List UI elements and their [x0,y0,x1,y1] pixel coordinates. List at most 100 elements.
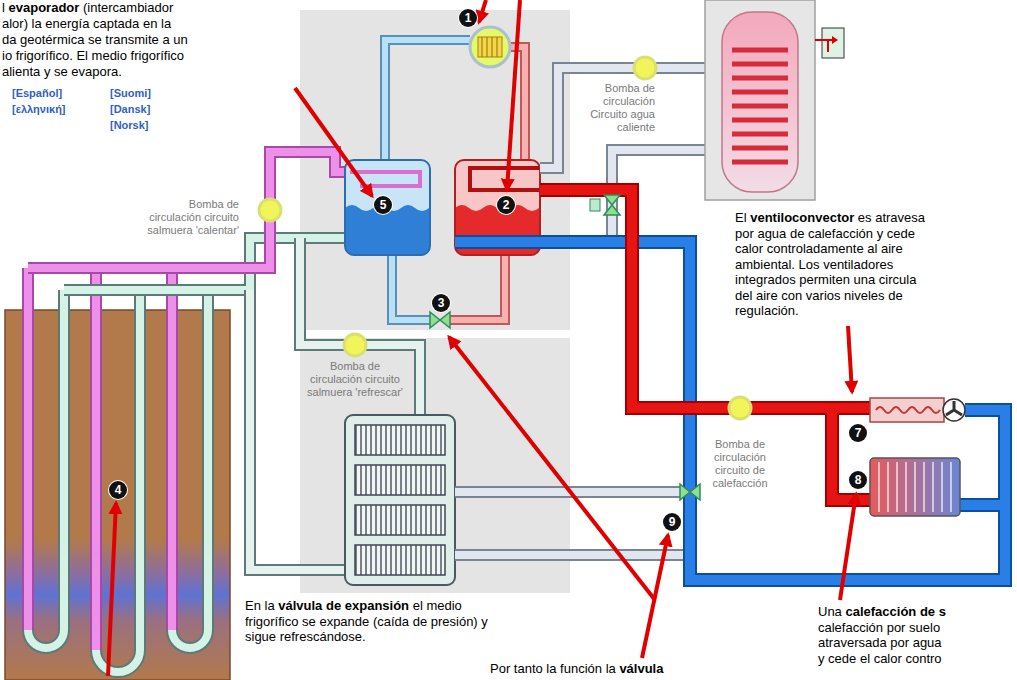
callout-number-text: 2 [503,199,510,211]
heating-pipes-part [455,68,705,555]
brine-pipes-part [28,290,208,672]
callout-number: 8 [849,471,867,489]
callout-text-run: evaporador [9,0,80,15]
callout-number: 9 [663,513,681,531]
hot-water-tank-part [822,28,844,58]
callout-text: calefacción por suelo [818,620,940,636]
radiator [870,458,960,516]
callout-text: da geotérmica se transmite a un [2,32,188,48]
pointer-arrow-part [848,326,852,392]
callout-text: En laválvula de expansiónel medio frigor… [245,598,507,645]
language-link: [Norsk] [110,118,149,132]
condenser-part [470,168,540,190]
ground-block [5,310,230,680]
heat-exchanger-part [355,505,445,535]
valve-symbol-part [430,312,450,328]
circulation-pump-part [259,199,281,221]
callout-text-run: alor) la energía captada en la [2,16,171,31]
fan-coil-part [876,407,940,413]
brine-pipes-part [28,152,350,268]
valve-symbol-part [590,199,600,211]
callout-text: y cede el calor contro [818,651,942,667]
callout-text: Unacalefacción de s [818,604,946,620]
pump-label: Bomba de circulación circuito de calefac… [700,438,780,490]
pointer-arrow-part [642,535,668,658]
callout-text: integrados permiten una circula [735,272,916,288]
language-link-text: [Dansk] [110,103,150,115]
heating-pipes-part [455,242,1005,580]
language-link: [Suomi] [110,86,151,100]
brine-pipes-part [300,238,420,415]
fan-coil-part [946,401,962,415]
callout-text: regulación. [735,303,799,319]
callout-text-run: da geotérmica se transmite a un [2,32,188,47]
pump-label: Bomba de circulación circuito salmuera '… [307,360,403,399]
circulation-pump [259,57,751,419]
callout-number-text: 7 [855,427,862,439]
circulation-pump-part [344,334,366,356]
heat-exchanger-part [345,415,455,585]
callout-text: atraversada por agua [818,635,942,651]
radiator-part [879,462,951,512]
callout-text-run: atraversada por agua [818,635,942,650]
callout-text-run: calefacción de s [845,604,945,619]
callout-number: 3 [432,294,450,312]
callout-number-text: 1 [465,12,472,24]
pointer-arrow-part [295,88,372,196]
pointer-arrow-part [840,494,856,600]
heat-exchanger-part [355,425,445,455]
valve-symbol [430,195,700,500]
hot-water-tank [705,0,844,200]
callout-text-run: ventiloconvector [750,210,854,225]
brine-pipes-part [300,238,420,415]
pointer-arrow [108,0,856,676]
hot-water-tank-part [732,50,788,162]
hot-water-tank-part [722,12,798,192]
language-link-text: [ελληνική] [12,103,66,115]
callout-text-run: por agua de calefacción y cede [735,226,915,241]
fan-coil-part [870,398,944,422]
callout-text-run: es atravesa [858,210,925,225]
language-link: [Dansk] [110,102,150,116]
language-link-text: [Suomi] [110,87,151,99]
callout-number-text: 4 [115,484,122,496]
callout-number: 2 [497,196,515,214]
callout-number-text: 3 [438,297,445,309]
language-link: [Español] [12,86,62,100]
brine-pipes-part [28,268,172,650]
callout-text-run: alienta y se evapora. [2,64,122,79]
compressor-part [470,27,510,67]
brine-pipes-part [28,152,350,268]
pointer-arrow-part [108,503,116,676]
compressor [470,27,510,67]
brine-pipes-part [28,268,172,650]
heat-exchanger [345,415,455,585]
callout-text-run: Una [818,604,842,619]
callout-text-run: (intercambiador [83,0,173,15]
callout-number-text: 5 [380,199,387,211]
pump-label: Bomba de circulación circuito salmuera '… [144,198,239,237]
callout-text-run: En la [245,598,275,613]
hot-water-tank-part [705,0,815,200]
callout-text-run: válvula [619,661,663,676]
callout-text: alienta y se evapora. [2,64,122,80]
callout-text-run: io frigorífico. El medio frigorífico [2,48,184,63]
pointer-arrow-part [507,0,520,190]
circulation-pump-part [729,397,751,419]
callout-text: por agua de calefacción y cede [735,226,915,242]
heating-pipes-part [455,68,705,555]
callout-text-run: y cede el calor contro [818,651,942,666]
valve-symbol-part [680,484,700,500]
callout-text-run: calor controladamente al aire [735,241,903,256]
callout-number-text: 8 [855,474,862,486]
callout-text-run: l [2,0,5,15]
callout-number: 5 [374,196,392,214]
callout-text-run: del aire con varios niveles de [735,288,903,303]
heat-exchanger-part [355,545,445,575]
callout-text-run: regulación. [735,303,799,318]
callout-text: alor) la energía captada en la [2,16,171,32]
language-link-text: [Norsk] [110,119,149,131]
heat-exchanger-part [355,465,445,495]
